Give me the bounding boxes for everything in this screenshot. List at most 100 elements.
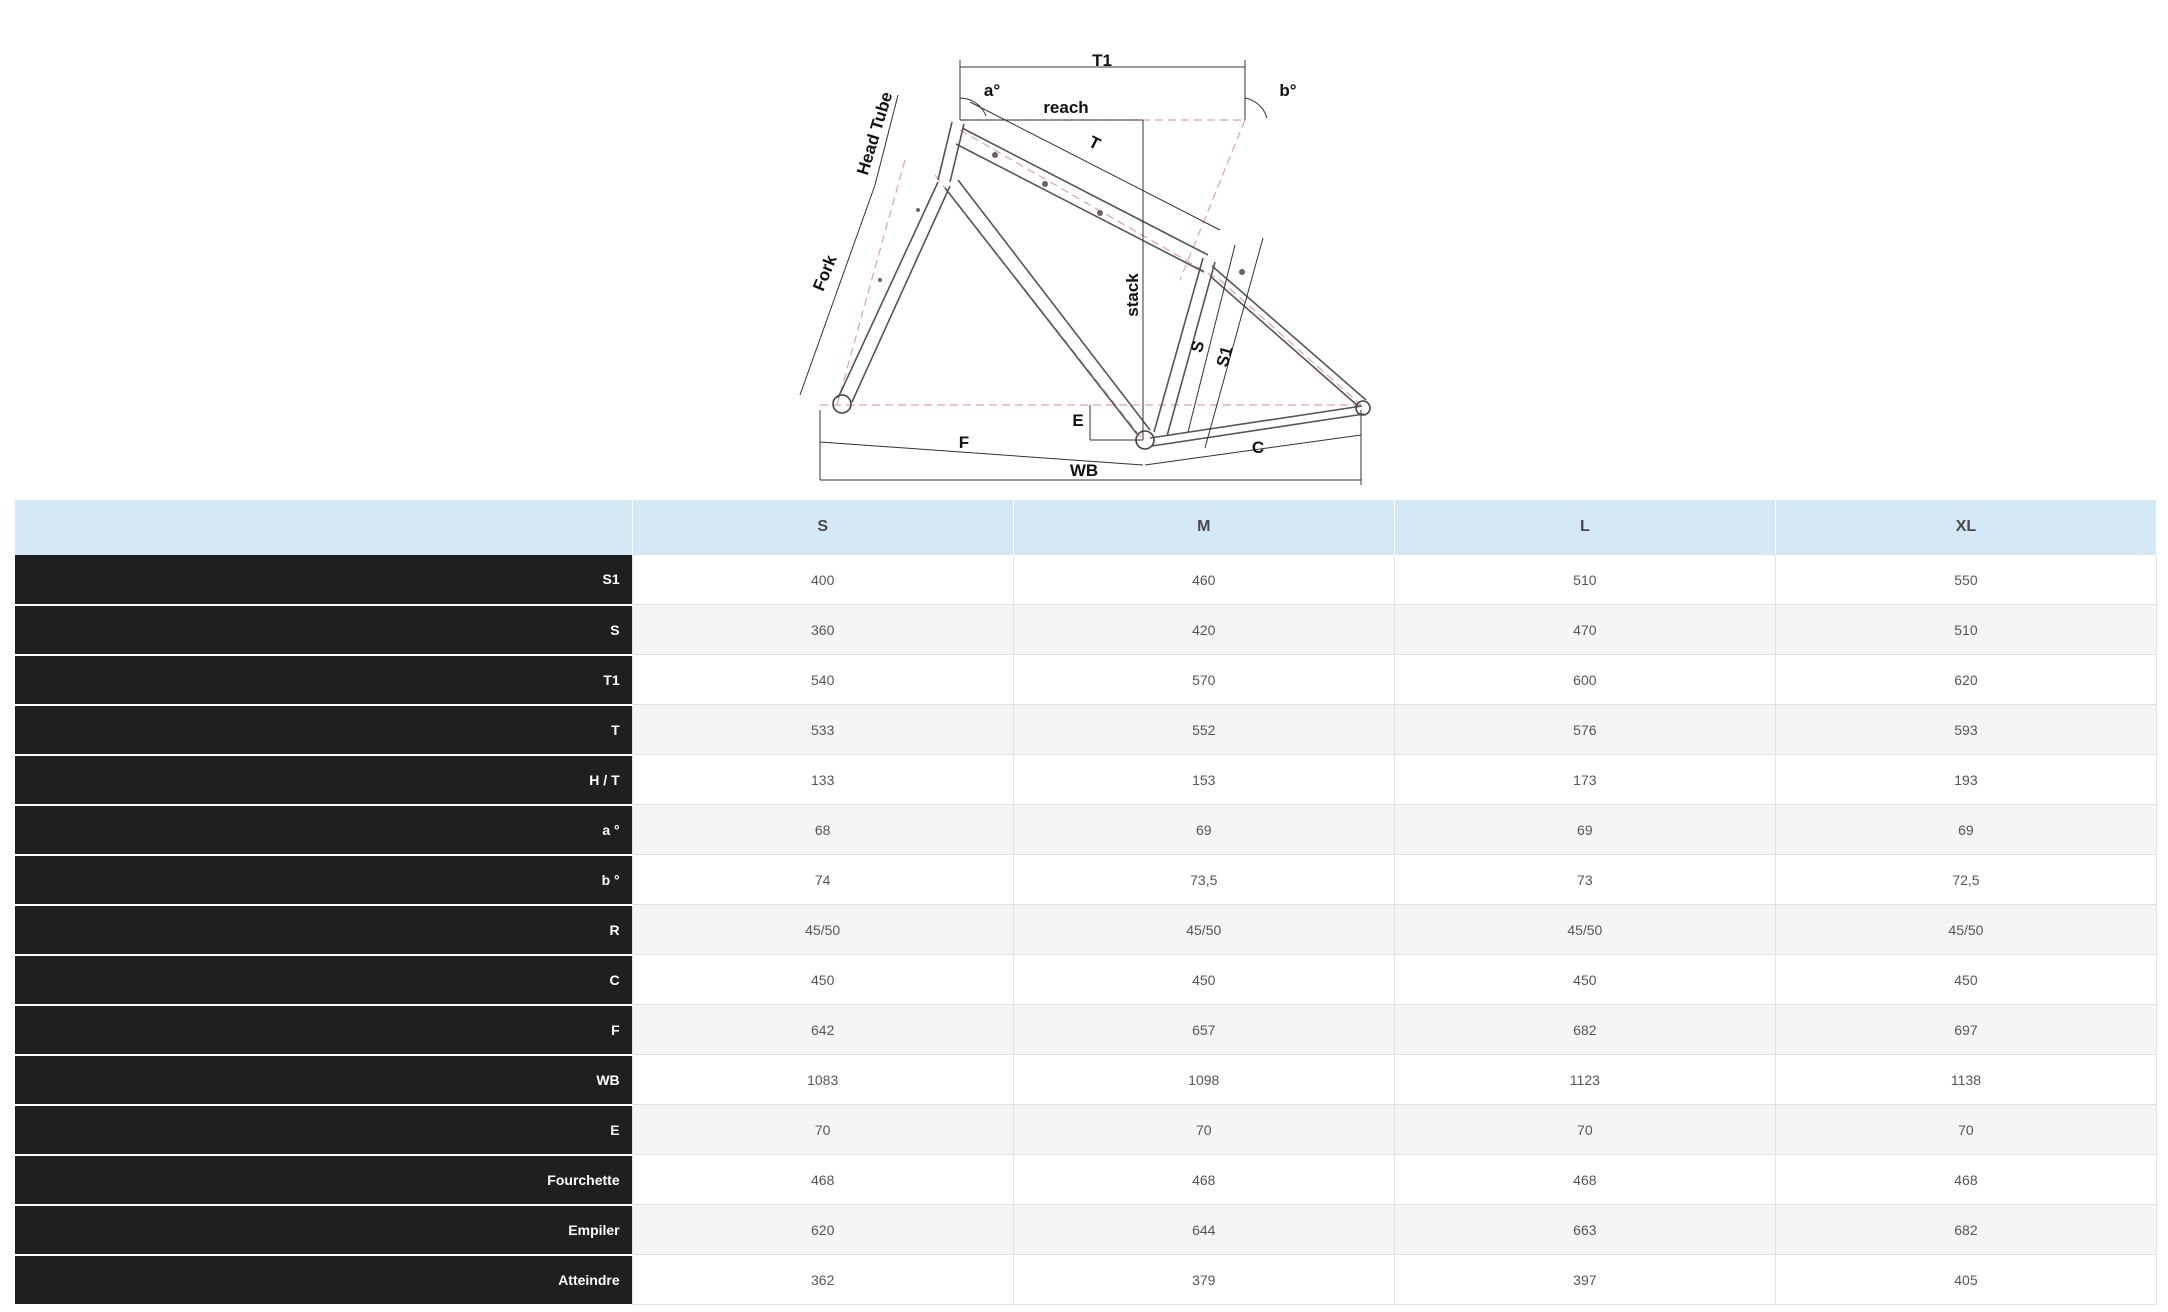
table-cell: 45/50: [631, 904, 1014, 955]
dimension-lines: [799, 60, 1362, 485]
construction-lines: [820, 119, 1362, 441]
label-b-angle: b°: [1279, 81, 1296, 100]
table-cell: 697: [1774, 1004, 2158, 1055]
table-cell: 45/50: [1012, 904, 1395, 955]
table-cell: 70: [1393, 1104, 1776, 1155]
row-label: C: [15, 954, 633, 1006]
table-cell: 642: [631, 1004, 1014, 1055]
table-cell: 133: [631, 754, 1014, 805]
row-label: S: [15, 604, 633, 656]
table-cell: 576: [1393, 704, 1776, 755]
label-reach: reach: [1043, 98, 1088, 117]
table-cell: 400: [631, 554, 1014, 605]
table-cell: 540: [631, 654, 1014, 705]
label-wb: WB: [1070, 461, 1098, 480]
table-cell: 620: [1774, 654, 2158, 705]
row-label: T: [15, 704, 633, 756]
table-cell: 69: [1774, 804, 2158, 855]
table-cell: 470: [1393, 604, 1776, 655]
table-cell: 533: [631, 704, 1014, 755]
label-head-tube: Head Tube: [853, 90, 896, 177]
bike-frame-drawing: T1 a° b° reach T Head Tube Fork stack S …: [799, 51, 1371, 485]
table-cell: 450: [1393, 954, 1776, 1005]
row-label: Atteindre: [15, 1254, 633, 1306]
table-cell: 450: [1774, 954, 2158, 1005]
row-label: E: [15, 1104, 633, 1156]
table-header-corner: [15, 500, 633, 555]
table-cell: 1123: [1393, 1054, 1776, 1105]
table-cell: 74: [631, 854, 1014, 905]
table-header-size: S: [632, 500, 1014, 555]
table-cell: 510: [1774, 604, 2158, 655]
table-cell: 468: [1393, 1154, 1776, 1205]
label-s1: S1: [1213, 344, 1237, 369]
table-cell: 45/50: [1774, 904, 2158, 955]
table-cell: 73: [1393, 854, 1776, 905]
label-c: C: [1252, 438, 1264, 457]
label-t: T: [1086, 132, 1104, 154]
table-cell: 72,5: [1774, 854, 2158, 905]
row-label: H / T: [15, 754, 633, 806]
table-cell: 550: [1774, 554, 2158, 605]
label-fork: Fork: [809, 252, 841, 294]
table-header-size: XL: [1775, 500, 2158, 555]
table-cell: 397: [1393, 1254, 1776, 1305]
table-header-row: S M L XL: [15, 500, 2158, 555]
table-cell: 644: [1012, 1204, 1395, 1255]
table-cell: 468: [1012, 1154, 1395, 1205]
table-cell: 682: [1393, 1004, 1776, 1055]
table-cell: 1098: [1012, 1054, 1395, 1105]
row-label: F: [15, 1004, 633, 1056]
frame-details: [878, 152, 1245, 282]
rear-hub: [1355, 400, 1371, 416]
table-cell: 600: [1393, 654, 1776, 705]
table-cell: 552: [1012, 704, 1395, 755]
row-label: a °: [15, 804, 633, 856]
table-cell: 360: [631, 604, 1014, 655]
table-cell: 657: [1012, 1004, 1395, 1055]
label-s: S: [1187, 339, 1208, 355]
table-cell: 193: [1774, 754, 2158, 805]
row-label: S1: [15, 554, 633, 606]
table-cell: 593: [1774, 704, 2158, 755]
front-hub: [832, 394, 852, 414]
table-cell: 68: [631, 804, 1014, 855]
table-cell: 460: [1012, 554, 1395, 605]
table-cell: 1138: [1774, 1054, 2158, 1105]
table-header-size: L: [1394, 500, 1776, 555]
table-header-size: M: [1013, 500, 1395, 555]
row-label: WB: [15, 1054, 633, 1106]
table-cell: 70: [1012, 1104, 1395, 1155]
table-cell: 405: [1774, 1254, 2158, 1305]
row-label: Fourchette: [15, 1154, 633, 1206]
label-t1: T1: [1092, 51, 1112, 70]
table-cell: 420: [1012, 604, 1395, 655]
table-cell: 362: [631, 1254, 1014, 1305]
frame-geometry-diagram: T1 a° b° reach T Head Tube Fork stack S …: [780, 40, 1400, 492]
row-label: b °: [15, 854, 633, 906]
table-cell: 620: [631, 1204, 1014, 1255]
table-cell: 45/50: [1393, 904, 1776, 955]
frame-tubes: [837, 121, 1367, 447]
table-cell: 379: [1012, 1254, 1395, 1305]
label-stack: stack: [1123, 273, 1142, 317]
table-cell: 510: [1393, 554, 1776, 605]
row-label: Empiler: [15, 1204, 633, 1256]
table-cell: 450: [631, 954, 1014, 1005]
table-cell: 468: [631, 1154, 1014, 1205]
table-cell: 73,5: [1012, 854, 1395, 905]
table-cell: 682: [1774, 1204, 2158, 1255]
table-cell: 450: [1012, 954, 1395, 1005]
